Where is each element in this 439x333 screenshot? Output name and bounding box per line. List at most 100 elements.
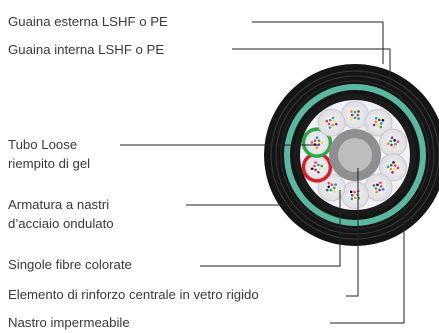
coloured-fibre [374, 187, 378, 190]
coloured-fibre [310, 167, 314, 171]
coloured-fibre [396, 140, 400, 143]
coloured-fibre [317, 170, 320, 174]
coloured-fibre [320, 164, 324, 168]
loose-tubes [301, 101, 408, 209]
loose-tube [379, 153, 408, 182]
coloured-fibre [376, 183, 379, 187]
coloured-fibre [327, 181, 331, 185]
loose-tube [301, 127, 333, 158]
armour-ring-outer [270, 70, 439, 240]
coloured-fibre [334, 183, 337, 186]
coloured-fibre [315, 136, 319, 139]
label-armour: Armatura a nastri d’acciaio ondulato [8, 195, 114, 233]
label-inner-sheath: Guaina interna LSHF o PE [8, 40, 164, 59]
leader-line-outer-sheath [252, 21, 384, 64]
coloured-fibre [393, 164, 397, 167]
coloured-fibre [315, 146, 319, 149]
coloured-fibre [356, 113, 360, 117]
coloured-fibre [332, 186, 336, 190]
coloured-fibre [381, 188, 385, 191]
label-armour-line2: d’acciaio ondulato [8, 216, 114, 231]
label-armour-line1: Armatura a nastri [8, 197, 110, 212]
coloured-fibre [393, 168, 397, 171]
coloured-fibre [320, 141, 324, 145]
leader-line-strength-member [346, 168, 359, 297]
armour-ring-inner [275, 75, 435, 235]
label-fibres: Singole fibre colorate [8, 255, 132, 274]
coloured-fibre [325, 188, 329, 192]
coloured-fibre [350, 197, 354, 201]
loose-tube [364, 108, 393, 137]
label-fibres-text: Singole fibre colorate [8, 257, 132, 272]
label-inner-sheath-text: Guaina interna LSHF o PE [8, 42, 165, 57]
coloured-fibre [379, 181, 382, 185]
coloured-fibre [357, 117, 360, 120]
coloured-fibre [396, 166, 400, 170]
leader-line-water-tape [330, 210, 405, 324]
coloured-fibre [381, 118, 385, 122]
coloured-fibre [353, 116, 357, 120]
leader-line-fibres [200, 190, 341, 267]
loose-tube [341, 181, 369, 209]
coloured-fibre [386, 142, 390, 145]
loose-tube [364, 173, 393, 202]
coloured-fibre [327, 185, 331, 189]
label-outer-sheath: Guaina esterna LSHF o PE [8, 12, 168, 31]
coloured-fibre [332, 190, 336, 193]
coloured-fibre [318, 167, 321, 171]
coloured-fibre [329, 188, 333, 192]
central-strength-member [338, 138, 372, 172]
coloured-fibre [314, 161, 317, 164]
coloured-fibre [391, 171, 394, 174]
coloured-fibre [353, 190, 357, 194]
coloured-fibre [331, 116, 335, 120]
coloured-fibre [353, 110, 357, 114]
coloured-fibre [350, 113, 354, 117]
coloured-fibre [392, 146, 396, 149]
coloured-fibre [379, 122, 383, 125]
coloured-fibre [379, 125, 383, 129]
label-loose-tube: Tubo Loose riempito di gel [8, 135, 90, 173]
coloured-fibre [350, 193, 354, 197]
label-outer-sheath-text: Guaina esterna LSHF o PE [8, 14, 168, 29]
coloured-fibre [376, 124, 379, 127]
coloured-fibre [357, 110, 360, 113]
coloured-fibre [374, 116, 378, 120]
coloured-fibre [390, 143, 393, 147]
coloured-fibre [317, 163, 320, 167]
coloured-fibre [378, 118, 381, 122]
armour-ring-innermost [280, 80, 430, 230]
coloured-fibre [313, 139, 317, 142]
coloured-fibre [349, 190, 353, 194]
coloured-fibre [393, 139, 396, 142]
inner-sheath [284, 84, 426, 226]
label-water-tape: Nastro impermeabile [8, 313, 130, 332]
coloured-fibre [325, 119, 329, 123]
coloured-fibre [378, 188, 381, 192]
coloured-fibre [372, 184, 376, 187]
label-loose-tube-line1: Tubo Loose [8, 137, 78, 152]
coloured-fibre [332, 120, 336, 123]
coloured-fibre [331, 123, 335, 127]
label-water-tape-text: Nastro impermeabile [8, 315, 130, 330]
coloured-fibre [379, 185, 383, 188]
leader-line-inner-sheath [232, 48, 391, 88]
coloured-fibre [310, 141, 314, 144]
coloured-fibre [314, 168, 317, 172]
coloured-fibre [328, 118, 332, 122]
coloured-fibre [389, 139, 393, 143]
coloured-fibre [317, 139, 321, 142]
loose-tube [379, 128, 408, 157]
coloured-fibre [328, 126, 332, 129]
coloured-fibre [313, 164, 316, 168]
coloured-fibre [389, 163, 393, 167]
coloured-fibre [375, 190, 378, 194]
coloured-fibre [394, 142, 397, 146]
coloured-fibre [353, 196, 357, 200]
loose-tube [301, 152, 333, 183]
loose-tube [317, 108, 346, 137]
coloured-fibre [386, 165, 390, 169]
loose-tube [317, 173, 346, 202]
